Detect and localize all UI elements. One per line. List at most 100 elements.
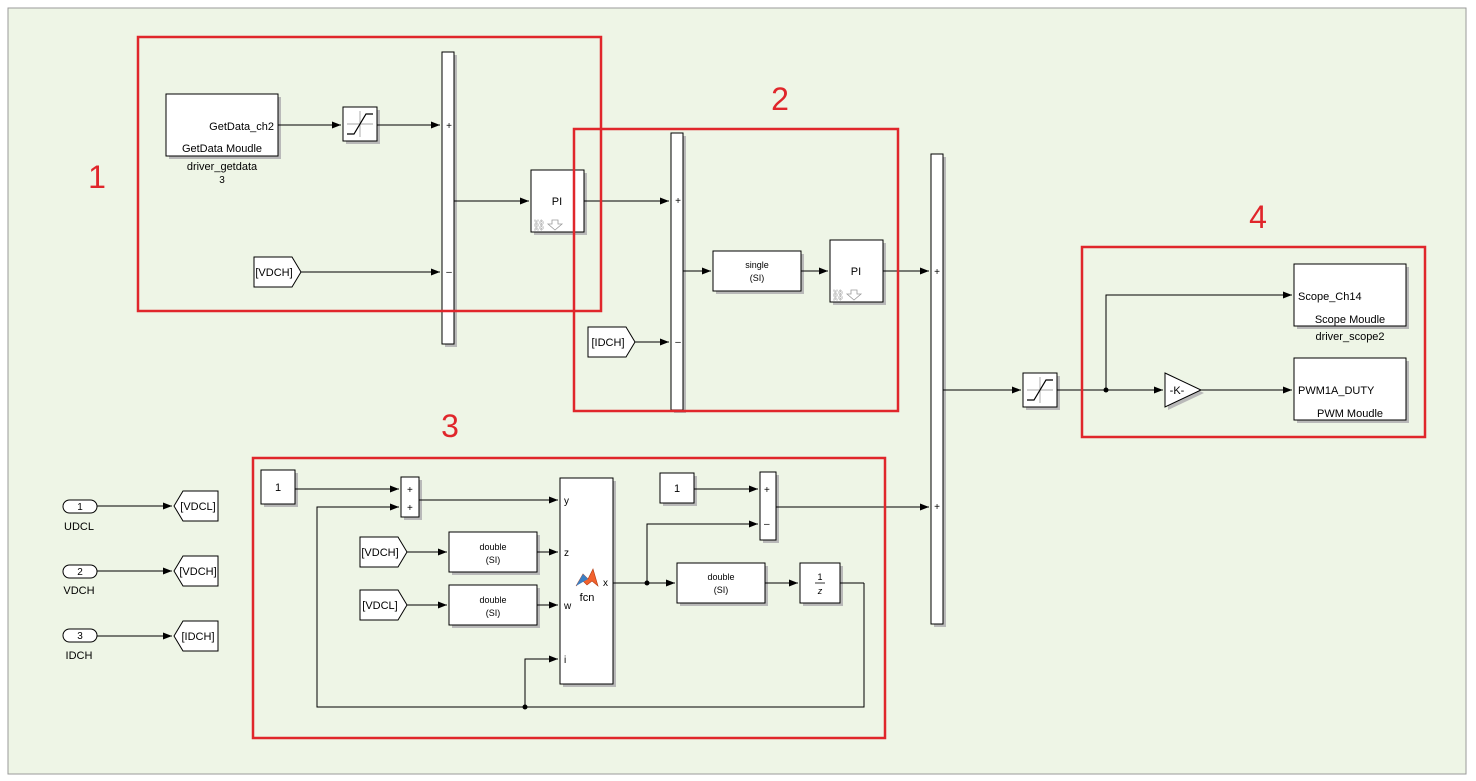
pwm-port-label: PWM1A_DUTY xyxy=(1298,385,1375,397)
region-2-label: 2 xyxy=(771,81,789,117)
convert-double-x-line1: double xyxy=(707,572,734,582)
inport-1-name: UDCL xyxy=(64,521,94,533)
goto-tag-vdcl[interactable]: [VDCL] xyxy=(173,490,219,522)
convert-single-line1: single xyxy=(745,260,769,270)
getdata-module-block[interactable]: GetData_ch2 GetData Moudle xyxy=(165,93,281,159)
inport-2-name: VDCH xyxy=(63,585,94,597)
region-1-label: 1 xyxy=(88,159,106,195)
pwm-module-block[interactable]: PWM1A_DUTY PWM Moudle xyxy=(1293,357,1409,423)
from-tag-vdcl-3-label: [VDCL] xyxy=(362,600,397,612)
inport-3-number: 3 xyxy=(77,631,83,642)
svg-text:⛓: ⛓ xyxy=(532,219,546,232)
unit-delay-denominator: z xyxy=(817,586,823,596)
sum-main-plus-sign-2: + xyxy=(934,502,940,513)
saturation-icon xyxy=(1027,377,1053,403)
saturation-block-2[interactable] xyxy=(1022,372,1060,410)
sum-block-2[interactable]: + – xyxy=(670,132,686,413)
goto-tag-idch[interactable]: [IDCH] xyxy=(173,620,219,652)
library-link-icon: ⛓ xyxy=(831,289,863,302)
inport-1-number: 1 xyxy=(77,502,83,513)
sum-1-plus-sign: + xyxy=(446,121,452,132)
goto-tag-idch-label: [IDCH] xyxy=(182,631,215,643)
highlight-region-2 xyxy=(572,127,900,413)
library-link-icon: ⛓ xyxy=(532,219,564,232)
constant-block-2[interactable]: 1 xyxy=(659,472,697,506)
unit-delay-block[interactable]: 1 z xyxy=(799,562,843,606)
pi-controller-1-label: PI xyxy=(552,196,562,208)
highlight-region-3 xyxy=(251,456,887,740)
pi-controller-2-label: PI xyxy=(851,266,861,278)
convert-double-block-w[interactable]: double (SI) xyxy=(448,584,540,628)
sum-main-plus-sign-1: + xyxy=(934,267,940,278)
convert-double-x-line2: (SI) xyxy=(714,585,729,595)
from-tag-vdch-3-label: [VDCH] xyxy=(361,547,398,559)
matlab-fcn-block[interactable]: y z w i x fcn xyxy=(559,477,616,687)
convert-double-z-line2: (SI) xyxy=(486,555,501,565)
getdata-block-name-suffix: 3 xyxy=(219,175,225,186)
fcn-label: fcn xyxy=(580,592,595,604)
region-3-label: 3 xyxy=(441,408,459,444)
getdata-port-label: GetData_ch2 xyxy=(209,121,274,133)
sum-4-plus-sign: + xyxy=(764,485,770,496)
from-tag-vdch-3[interactable]: [VDCH] xyxy=(359,536,408,568)
unit-delay-numerator: 1 xyxy=(817,572,822,582)
saturation-icon xyxy=(347,111,373,137)
scope-module-block[interactable]: Scope_Ch14 Scope Moudle xyxy=(1293,263,1409,329)
from-tag-idch-2[interactable]: [IDCH] xyxy=(587,326,636,358)
inport-2-number: 2 xyxy=(77,567,83,578)
signal-lines xyxy=(97,121,1292,710)
goto-tag-vdch-label: [VDCH] xyxy=(179,566,216,578)
sum-3-plus-sign-1: + xyxy=(407,485,413,496)
scope-port-label: Scope_Ch14 xyxy=(1298,291,1362,303)
sum-2-minus-sign: – xyxy=(675,337,681,348)
convert-double-w-line2: (SI) xyxy=(486,608,501,618)
goto-tag-vdcl-label: [VDCL] xyxy=(180,501,215,513)
pi-controller-block-1[interactable]: PI ⛓ xyxy=(530,169,587,235)
scope-block-title: Scope Moudle xyxy=(1315,314,1385,326)
pwm-block-title: PWM Moudle xyxy=(1317,408,1383,420)
convert-double-block-x[interactable]: double (SI) xyxy=(676,562,768,606)
convert-single-line2: (SI) xyxy=(750,273,765,283)
inport-3-name: IDCH xyxy=(66,650,93,662)
sum-block-4[interactable]: + – xyxy=(759,471,779,543)
convert-double-z-line1: double xyxy=(479,542,506,552)
sum-3-plus-sign-2: + xyxy=(407,503,413,514)
pi-controller-block-2[interactable]: PI ⛓ xyxy=(829,239,886,305)
matlab-function-icon xyxy=(575,568,599,587)
getdata-block-name: driver_getdata xyxy=(187,161,258,173)
goto-tag-vdch[interactable]: [VDCH] xyxy=(173,555,219,587)
highlight-region-4 xyxy=(1080,245,1427,439)
fcn-output-x: x xyxy=(603,578,608,589)
svg-text:⛓: ⛓ xyxy=(831,289,845,302)
from-tag-vdch-1[interactable]: [VDCH] xyxy=(253,256,302,288)
inport-3[interactable]: 3 xyxy=(62,628,98,643)
convert-double-w-line1: double xyxy=(479,595,506,605)
highlight-region-1 xyxy=(136,35,603,313)
sum-block-3[interactable]: + + xyxy=(400,476,422,520)
constant-2-value: 1 xyxy=(674,483,680,495)
fcn-input-i: i xyxy=(564,655,566,666)
fcn-input-y: y xyxy=(564,496,569,507)
convert-single-block[interactable]: single (SI) xyxy=(712,250,804,294)
sum-1-minus-sign: – xyxy=(446,267,452,278)
constant-block-1[interactable]: 1 xyxy=(260,469,298,507)
saturation-block-1[interactable] xyxy=(342,106,380,144)
inport-2[interactable]: 2 xyxy=(62,564,98,579)
from-tag-vdcl-3[interactable]: [VDCL] xyxy=(359,589,408,621)
inport-1[interactable]: 1 xyxy=(62,499,98,514)
gain-block[interactable]: -K- xyxy=(1164,372,1204,410)
sum-2-plus-sign: + xyxy=(675,196,681,207)
getdata-block-title: GetData Moudle xyxy=(182,143,262,155)
sum-block-1[interactable]: + – xyxy=(441,51,457,347)
region-4-label: 4 xyxy=(1249,199,1267,235)
sum-block-main[interactable]: + + xyxy=(930,153,946,627)
convert-double-block-z[interactable]: double (SI) xyxy=(448,531,540,575)
fcn-input-z: z xyxy=(564,548,569,559)
sum-4-minus-sign: – xyxy=(764,519,770,530)
from-tag-idch-2-label: [IDCH] xyxy=(592,337,625,349)
fcn-input-w: w xyxy=(563,601,572,612)
gain-label: -K- xyxy=(1170,385,1185,397)
from-tag-vdch-1-label: [VDCH] xyxy=(255,267,292,279)
constant-1-value: 1 xyxy=(275,482,281,494)
